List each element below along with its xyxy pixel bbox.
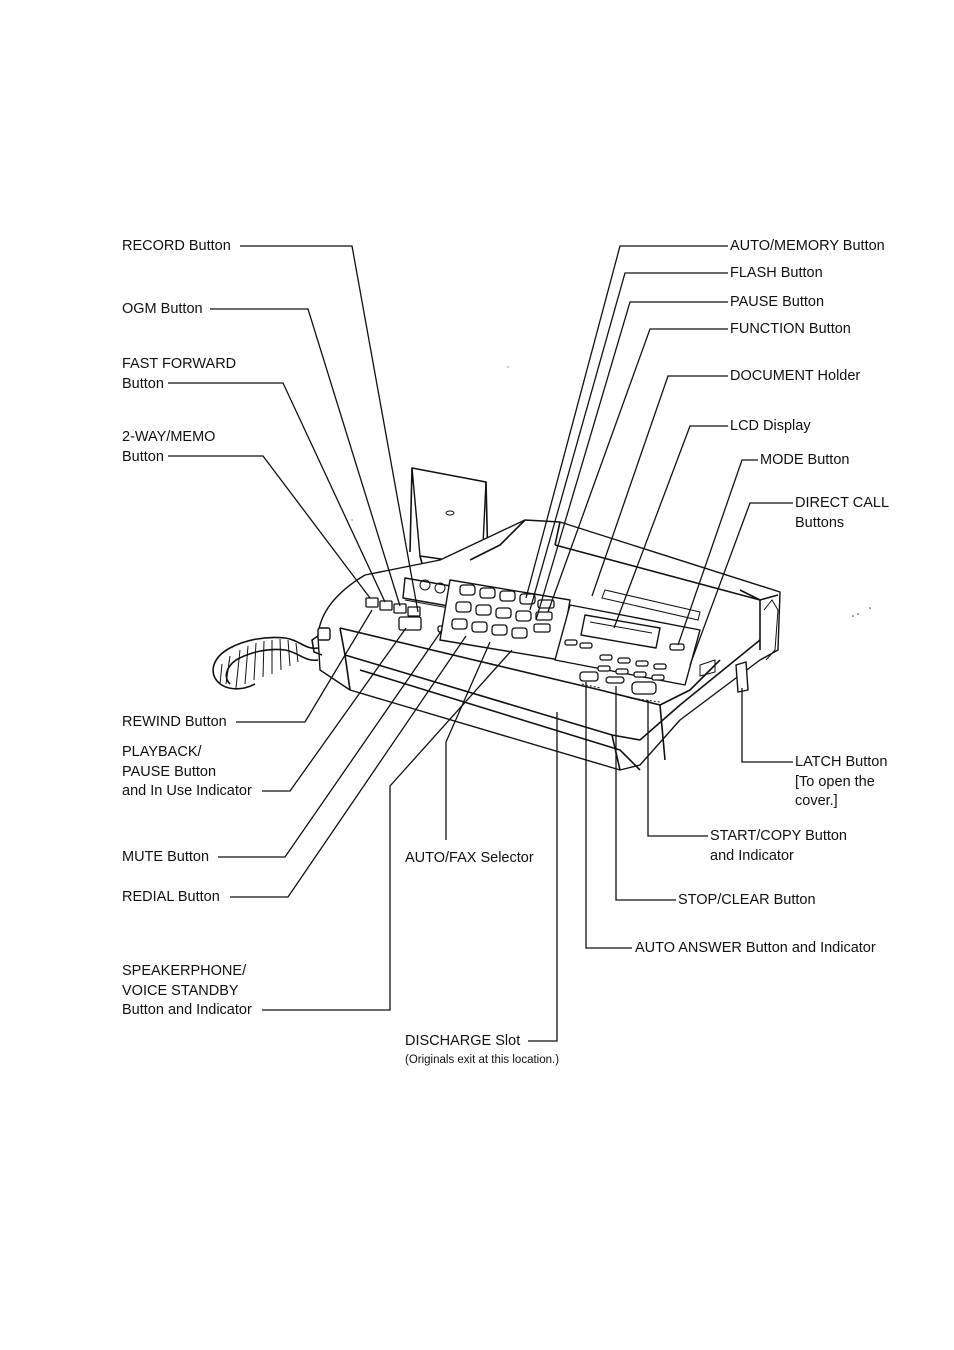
leader-record [240, 245, 419, 613]
label-pause-button: PAUSE Button [730, 294, 825, 310]
leader-fast-forward [168, 382, 386, 603]
label-mode-button: MODE Button [760, 452, 850, 468]
label-record-button: RECORD Button [122, 238, 231, 254]
leader-two-way-memo [168, 455, 371, 599]
label-start-copy-line1: START/COPY Button [710, 828, 847, 844]
leader-mute [218, 629, 443, 858]
label-start-copy-line2: and Indicator [710, 847, 794, 864]
leader-redial [230, 635, 467, 898]
leader-lines-left [168, 245, 558, 1042]
leader-ogm [210, 308, 401, 607]
label-direct-call-buttons: DIRECT CALL Buttons [795, 494, 889, 533]
leader-document-holder [591, 375, 728, 597]
label-fast-forward-line1: FAST FORWARD [122, 356, 237, 372]
leader-mode [677, 459, 758, 646]
label-stop-clear-button: STOP/CLEAR Button [678, 892, 816, 908]
leader-stop-clear [615, 686, 676, 901]
leader-discharge [528, 712, 558, 1042]
leader-lcd-display [613, 425, 728, 629]
leader-playback [262, 627, 407, 792]
label-playback-line2: PAUSE Button [122, 763, 217, 780]
label-function-button: FUNCTION Button [730, 321, 851, 337]
label-fast-forward-line2: Button [122, 375, 164, 392]
dial-keypad [439, 579, 571, 661]
label-two-way-memo-line2: Button [122, 448, 164, 465]
leader-start-copy [647, 700, 708, 837]
label-playback-line1: PLAYBACK/ [122, 744, 202, 760]
label-two-way-memo-button: 2-WAY/MEMO Button [122, 428, 215, 467]
label-direct-call-line1: DIRECT CALL [795, 495, 890, 511]
leader-auto-fax [445, 641, 491, 840]
leader-auto-memory [525, 245, 728, 599]
handset-cord [212, 636, 319, 690]
label-speakerphone-button: SPEAKERPHONE/ VOICE STANDBY Button and I… [122, 962, 252, 1021]
label-flash-button: FLASH Button [730, 265, 823, 281]
leader-rewind [236, 609, 373, 723]
label-mute-button: MUTE Button [122, 849, 210, 865]
label-latch-button: LATCH Button [To open the cover.] [795, 753, 887, 812]
leader-lines-right [525, 245, 793, 949]
label-two-way-memo-line1: 2-WAY/MEMO [122, 429, 216, 445]
label-speakerphone-line1: SPEAKERPHONE/ [122, 963, 247, 979]
label-speakerphone-line3: Button and Indicator [122, 1002, 252, 1018]
label-rewind-button: REWIND Button [122, 714, 227, 730]
label-playback-pause-button: PLAYBACK/ PAUSE Button and In Use Indica… [122, 743, 252, 802]
label-direct-call-line2: Buttons [795, 514, 845, 531]
label-discharge-note: (Originals exit at this location.) [405, 1054, 560, 1066]
label-latch-line3: cover.] [795, 793, 838, 809]
leader-function [547, 328, 728, 613]
label-latch-line1: LATCH Button [795, 754, 888, 770]
leader-pause [535, 301, 728, 621]
label-speakerphone-line2: VOICE STANDBY [122, 982, 239, 999]
label-auto-answer-button: AUTO ANSWER Button and Indicator [635, 940, 876, 956]
leader-direct-call [689, 502, 793, 666]
label-ogm-button: OGM Button [122, 301, 203, 317]
label-document-holder: DOCUMENT Holder [730, 368, 861, 384]
leader-flash [529, 272, 728, 611]
label-redial-button: REDIAL Button [122, 889, 220, 905]
label-lcd-display: LCD Display [730, 418, 811, 434]
label-discharge-slot: DISCHARGE Slot [405, 1033, 521, 1049]
label-latch-line2: [To open the [795, 773, 875, 790]
label-auto-fax-selector: AUTO/FAX Selector [405, 850, 534, 866]
label-playback-line3: and In Use Indicator [122, 783, 252, 799]
leader-latch [741, 688, 793, 763]
control-panel [554, 604, 701, 703]
label-auto-memory-button: AUTO/MEMORY Button [730, 238, 885, 254]
label-fast-forward-button: FAST FORWARD Button [122, 355, 236, 394]
leader-speakerphone [262, 649, 513, 1011]
leader-auto-answer [585, 682, 632, 949]
label-start-copy-button: START/COPY Button and Indicator [710, 827, 847, 866]
